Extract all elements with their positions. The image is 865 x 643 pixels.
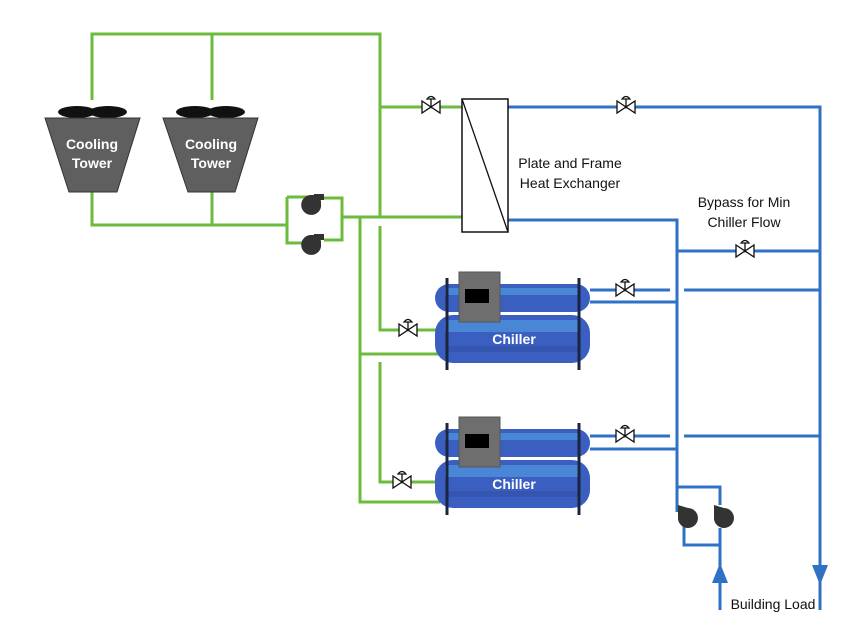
bypass-label-line1: Bypass for Min [698,194,791,210]
building-load-label: Building Load [731,596,816,612]
chiller-2-condenser-valve-icon[interactable] [392,470,412,489]
hx-chilled-water-valve-icon[interactable] [616,95,636,114]
heat-exchanger-label-line2: Heat Exchanger [520,175,621,191]
fan-icon [58,106,96,118]
condenser-water-piping [90,32,462,504]
cooling-tower-2-label-line2: Tower [191,155,232,171]
bypass-label-line2: Chiller Flow [707,214,781,230]
cooling-tower-1-label-line1: Cooling [66,136,118,152]
display-screen [465,289,489,303]
fan-icon [176,106,214,118]
chiller-1[interactable]: Chiller [435,271,590,370]
plate-frame-heat-exchanger[interactable] [461,98,509,233]
fan-icon [89,106,127,118]
return-arrow-icon [812,565,828,585]
bypass-valve-icon[interactable] [735,239,755,258]
chilled-water-piping [508,105,828,610]
chiller-2[interactable]: Chiller [435,416,590,515]
hx-condenser-valve-icon[interactable] [421,95,441,114]
condenser-pump-2-icon[interactable] [301,234,324,255]
cooling-tower-2[interactable]: Cooling Tower [162,106,259,193]
fan-icon [207,106,245,118]
cooling-tower-2-label-line1: Cooling [185,136,237,152]
chilled-water-pump-1-icon[interactable] [678,505,698,528]
cooling-tower-1-label-line2: Tower [72,155,113,171]
chilled-water-pump-2-icon[interactable] [714,505,734,528]
chiller-1-label: Chiller [492,331,536,347]
heat-exchanger-label-line1: Plate and Frame [518,155,622,171]
chiller-1-condenser-valve-icon[interactable] [398,318,418,337]
supply-arrow-icon [712,563,728,583]
chiller-1-evaporator-valve-icon[interactable] [615,278,635,297]
chiller-2-label: Chiller [492,476,536,492]
cooling-tower-1[interactable]: Cooling Tower [44,106,141,193]
chiller-2-evaporator-valve-icon[interactable] [615,424,635,443]
display-screen [465,434,489,448]
